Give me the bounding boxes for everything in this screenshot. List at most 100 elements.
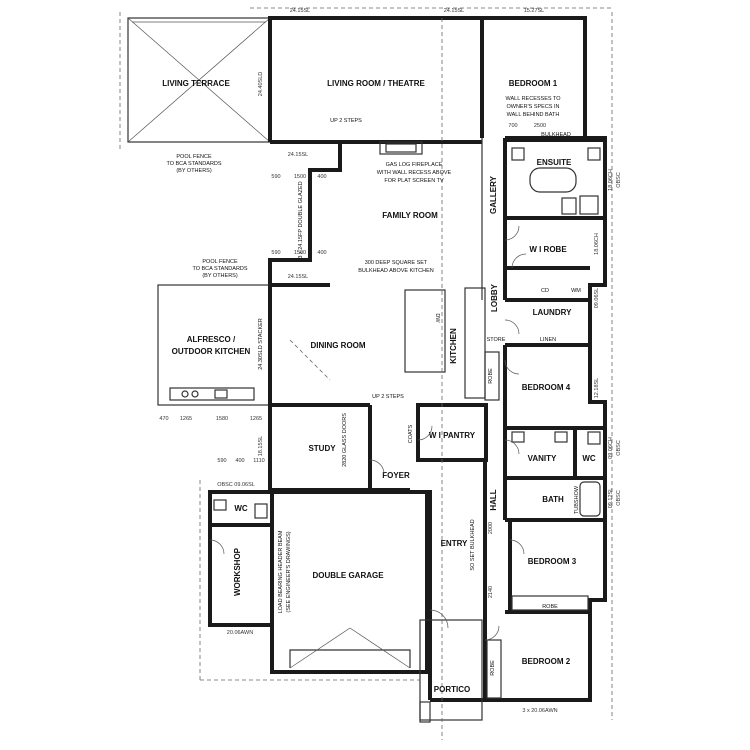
dim-1500a: 1500	[294, 174, 306, 180]
note-deep-square-1: 300 DEEP SQUARE SET	[365, 260, 428, 266]
door-foyer	[369, 459, 385, 475]
dim-bedroom4-side: 12.18SL	[594, 378, 600, 399]
note-pool-fence-a1: POOL FENCE	[176, 154, 212, 160]
vanity-basin-a	[511, 431, 525, 443]
note-robe-b3: ROBE	[542, 604, 558, 610]
room-wi-robe: W I ROBE	[529, 245, 567, 254]
note-pool-fence-b2: TO BCA STANDARDS	[192, 266, 247, 272]
room-vanity: VANITY	[528, 454, 557, 463]
dim-side-18: 18.15SL	[258, 436, 264, 457]
note-double-glazed: 3 x 24.15FP DOUBLE GLAZED	[298, 181, 304, 258]
note-gas-log-3: FOR PLAT SCREEN TV	[384, 178, 444, 184]
dim-1110: 1110	[253, 458, 264, 464]
note-gas-log-1: GAS LOG FIREPLACE	[386, 162, 443, 168]
vanity-basin-b	[554, 431, 568, 443]
note-engineers: (SEE ENGINEER'S DRAWINGS)	[286, 531, 292, 612]
bath-tub	[579, 481, 601, 517]
door-vanity	[504, 439, 520, 455]
note-wall-recesses-1: WALL RECESSES TO	[505, 96, 561, 102]
dim-590a: 590	[271, 174, 280, 180]
door-pantry	[417, 425, 433, 441]
note-pool-fence-b1: POOL FENCE	[202, 259, 238, 265]
dim-obsc-workshop: OBSC 09.06SL	[217, 482, 255, 488]
outer-wall-right	[268, 16, 607, 702]
dim-400b: 400	[317, 250, 326, 256]
note-dw: DW	[434, 313, 440, 323]
ensuite-shower	[579, 195, 599, 215]
ensuite-walls	[503, 138, 607, 220]
dim-workshop-awn: 20.06AWN	[227, 630, 253, 636]
room-ensuite: ENSUITE	[537, 158, 572, 167]
dim-590c: 590	[217, 458, 226, 464]
note-tub: TUBSHOW	[574, 485, 580, 514]
note-wall-recesses-3: WALL BEHIND BATH	[507, 112, 560, 118]
garage-door-slope-a	[289, 627, 351, 669]
dim-laundry-side: 09.06SL	[594, 288, 600, 309]
note-gas-log-2: WITH WALL RECESS ABOVE	[377, 170, 452, 176]
note-up-2-steps-top: UP 2 STEPS	[330, 118, 362, 124]
door-entry	[429, 609, 449, 629]
alfresco-outline	[157, 284, 271, 406]
dim-2500: 2500	[534, 123, 546, 129]
room-living-theatre: LIVING ROOM / THEATRE	[327, 79, 425, 88]
note-up-2-steps-mid: UP 2 STEPS	[372, 394, 404, 400]
note-store: STORE	[487, 337, 506, 343]
dim-ensuite-obsc-1: 18.06CH	[608, 169, 614, 191]
dim-400c: 400	[235, 458, 244, 464]
door-bedroom3	[509, 539, 525, 555]
dim-bath-side-1: 09.12SL	[608, 488, 614, 509]
note-robe-b4: ROBE	[488, 368, 494, 384]
dim-1265b: 1265	[250, 416, 262, 422]
fireplace	[379, 141, 423, 155]
dim-sl-mid: 24.15SL	[288, 274, 309, 280]
kitchen-island	[404, 289, 446, 373]
ensuite-wc	[561, 197, 577, 215]
door-laundry	[504, 319, 520, 335]
note-pool-fence-a3: (BY OTHERS)	[176, 168, 212, 174]
fireplace-inner	[385, 143, 417, 153]
note-wall-recesses-2: OWNER'S SPECS IN	[506, 104, 559, 110]
dim-bedroom2-awn: 3 x 20.06AWN	[522, 708, 557, 714]
portico-column	[419, 701, 431, 723]
dim-entry-2140: 2140	[488, 586, 494, 598]
dining-step-dash	[289, 339, 331, 381]
room-lobby: LOBBY	[490, 283, 499, 312]
walls	[119, 7, 613, 740]
annotations: WALL RECESSES TO OWNER'S SPECS IN WALL B…	[166, 96, 581, 676]
note-stacker: 24.30SLD STACKER	[258, 318, 264, 370]
note-robe-b2: ROBE	[490, 660, 496, 676]
dim-top2: 24.15SL	[444, 8, 465, 14]
dim-entry-2000: 2000	[488, 522, 494, 534]
room-bedroom4: BEDROOM 4	[522, 383, 571, 392]
family-west-wall	[268, 142, 342, 285]
dim-wir-side: 18.06CH	[594, 233, 600, 255]
room-living-terrace: LIVING TERRACE	[162, 79, 230, 88]
room-entry: ENTRY	[441, 539, 468, 548]
door-swings	[209, 225, 527, 641]
workshop-wc	[254, 503, 268, 519]
garage-walls	[270, 490, 429, 674]
room-kitchen: KITCHEN	[449, 328, 458, 364]
dim-vanity-side-1: 09.06CH	[608, 437, 614, 459]
dim-1265a: 1265	[180, 416, 192, 422]
note-set-bulkhead: SO SET BULKHEAD	[470, 519, 476, 570]
note-cd: CD	[541, 288, 549, 294]
bedroom4-robe	[484, 351, 500, 401]
terrace-cross-b	[127, 17, 271, 143]
note-bulkhead: BULKHEAD	[541, 132, 571, 138]
pantry-walls	[416, 403, 488, 462]
living-bottom-wall-left	[270, 140, 342, 145]
dim-living-sld: 24.40SLD	[258, 72, 264, 96]
room-wc-workshop: WC	[234, 504, 248, 513]
room-study: STUDY	[308, 444, 336, 453]
dim-470: 470	[159, 416, 168, 422]
dim-top3: 15.27SL	[524, 8, 545, 14]
bedroom2-robe	[486, 639, 502, 699]
garage-door	[289, 649, 411, 668]
room-portico: PORTICO	[434, 685, 470, 694]
room-labels: LIVING TERRACE LIVING ROOM / THEATRE BED…	[162, 79, 596, 694]
kitchen-bench	[464, 287, 486, 399]
room-wc-bath: WC	[582, 454, 596, 463]
room-bedroom2: BEDROOM 2	[522, 657, 571, 666]
